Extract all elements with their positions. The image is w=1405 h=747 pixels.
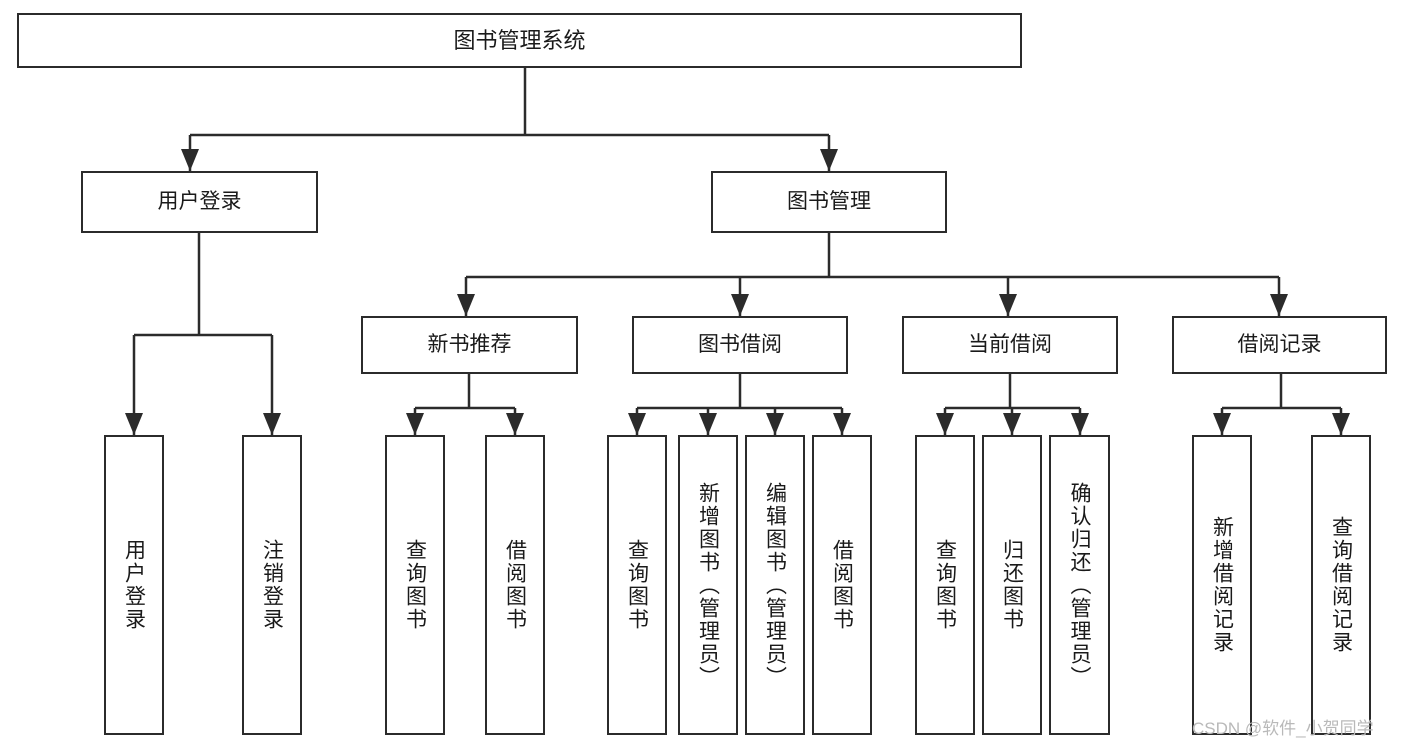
arrowhead-user-login xyxy=(181,149,199,171)
node-leaf-query-book-rec[interactable]: 查询图书 xyxy=(385,435,445,735)
node-root[interactable]: 图书管理系统 xyxy=(17,13,1022,68)
arrowhead-current-borrow xyxy=(999,294,1017,316)
node-leaf-query-record[interactable]: 查询借阅记录 xyxy=(1311,435,1371,735)
node-label: 图书管理系统 xyxy=(453,27,586,53)
node-leaf-add-record[interactable]: 新增借阅记录 xyxy=(1192,435,1252,735)
node-label: 查询图书 xyxy=(933,539,957,631)
node-leaf-query-book-c[interactable]: 查询图书 xyxy=(915,435,975,735)
node-label: 新增借阅记录 xyxy=(1210,516,1234,654)
csdn-watermark: CSDN @软件_小贺同学 xyxy=(1192,719,1374,738)
node-current-borrow[interactable]: 当前借阅 xyxy=(902,316,1118,374)
arrowhead-leaf-query-book-rec xyxy=(406,413,424,435)
arrowhead-leaf-query-record xyxy=(1332,413,1350,435)
arrowhead-leaf-borrow-book-rec xyxy=(506,413,524,435)
node-leaf-return-book[interactable]: 归还图书 xyxy=(982,435,1042,735)
node-label: 新增图书（管理员） xyxy=(696,481,720,689)
arrowhead-leaf-add-book xyxy=(699,413,717,435)
node-book-borrow[interactable]: 图书借阅 xyxy=(632,316,848,374)
node-label: 查询图书 xyxy=(625,539,649,631)
node-label: 查询图书 xyxy=(403,539,427,631)
node-user-login[interactable]: 用户登录 xyxy=(81,171,318,233)
node-book-manage[interactable]: 图书管理 xyxy=(711,171,947,233)
node-leaf-query-book-b[interactable]: 查询图书 xyxy=(607,435,667,735)
node-leaf-user-login[interactable]: 用户登录 xyxy=(104,435,164,735)
node-label: 编辑图书（管理员） xyxy=(763,481,787,689)
node-label: 用户登录 xyxy=(157,189,242,213)
node-leaf-borrow-book-b[interactable]: 借阅图书 xyxy=(812,435,872,735)
arrowhead-leaf-confirm-return xyxy=(1071,413,1089,435)
arrowhead-leaf-borrow-book-b xyxy=(833,413,851,435)
node-label: 确认归还（管理员） xyxy=(1068,481,1091,689)
node-label: 借阅记录 xyxy=(1237,332,1322,356)
arrowhead-leaf-edit-book xyxy=(766,413,784,435)
node-leaf-add-book[interactable]: 新增图书（管理员） xyxy=(678,435,738,735)
arrowhead-borrow-record xyxy=(1270,294,1288,316)
node-leaf-logout[interactable]: 注销登录 xyxy=(242,435,302,735)
node-label: 当前借阅 xyxy=(968,332,1052,356)
node-new-book-rec[interactable]: 新书推荐 xyxy=(361,316,578,374)
arrowhead-leaf-logout xyxy=(263,413,281,435)
arrowhead-book-manage xyxy=(820,149,838,171)
arrowhead-leaf-user-login xyxy=(125,413,143,435)
node-label: 图书借阅 xyxy=(698,332,782,356)
node-label: 新书推荐 xyxy=(427,332,512,356)
arrowhead-new-book-rec xyxy=(457,294,475,316)
node-label: 借阅图书 xyxy=(830,539,854,631)
node-leaf-confirm-return[interactable]: 确认归还（管理员） xyxy=(1049,435,1110,735)
node-label: 归还图书 xyxy=(1000,539,1024,631)
node-leaf-edit-book[interactable]: 编辑图书（管理员） xyxy=(745,435,805,735)
node-label: 用户登录 xyxy=(122,539,146,631)
node-label: 借阅图书 xyxy=(503,539,527,631)
node-leaf-borrow-book-rec[interactable]: 借阅图书 xyxy=(485,435,545,735)
node-label: 查询借阅记录 xyxy=(1329,516,1353,654)
arrowhead-leaf-query-book-c xyxy=(936,413,954,435)
arrowhead-leaf-add-record xyxy=(1213,413,1231,435)
arrowhead-leaf-query-book-b xyxy=(628,413,646,435)
node-label: 注销登录 xyxy=(260,539,284,631)
node-label: 图书管理 xyxy=(787,189,871,213)
arrowhead-book-borrow xyxy=(731,294,749,316)
node-borrow-record[interactable]: 借阅记录 xyxy=(1172,316,1387,374)
arrowhead-leaf-return-book xyxy=(1003,413,1021,435)
